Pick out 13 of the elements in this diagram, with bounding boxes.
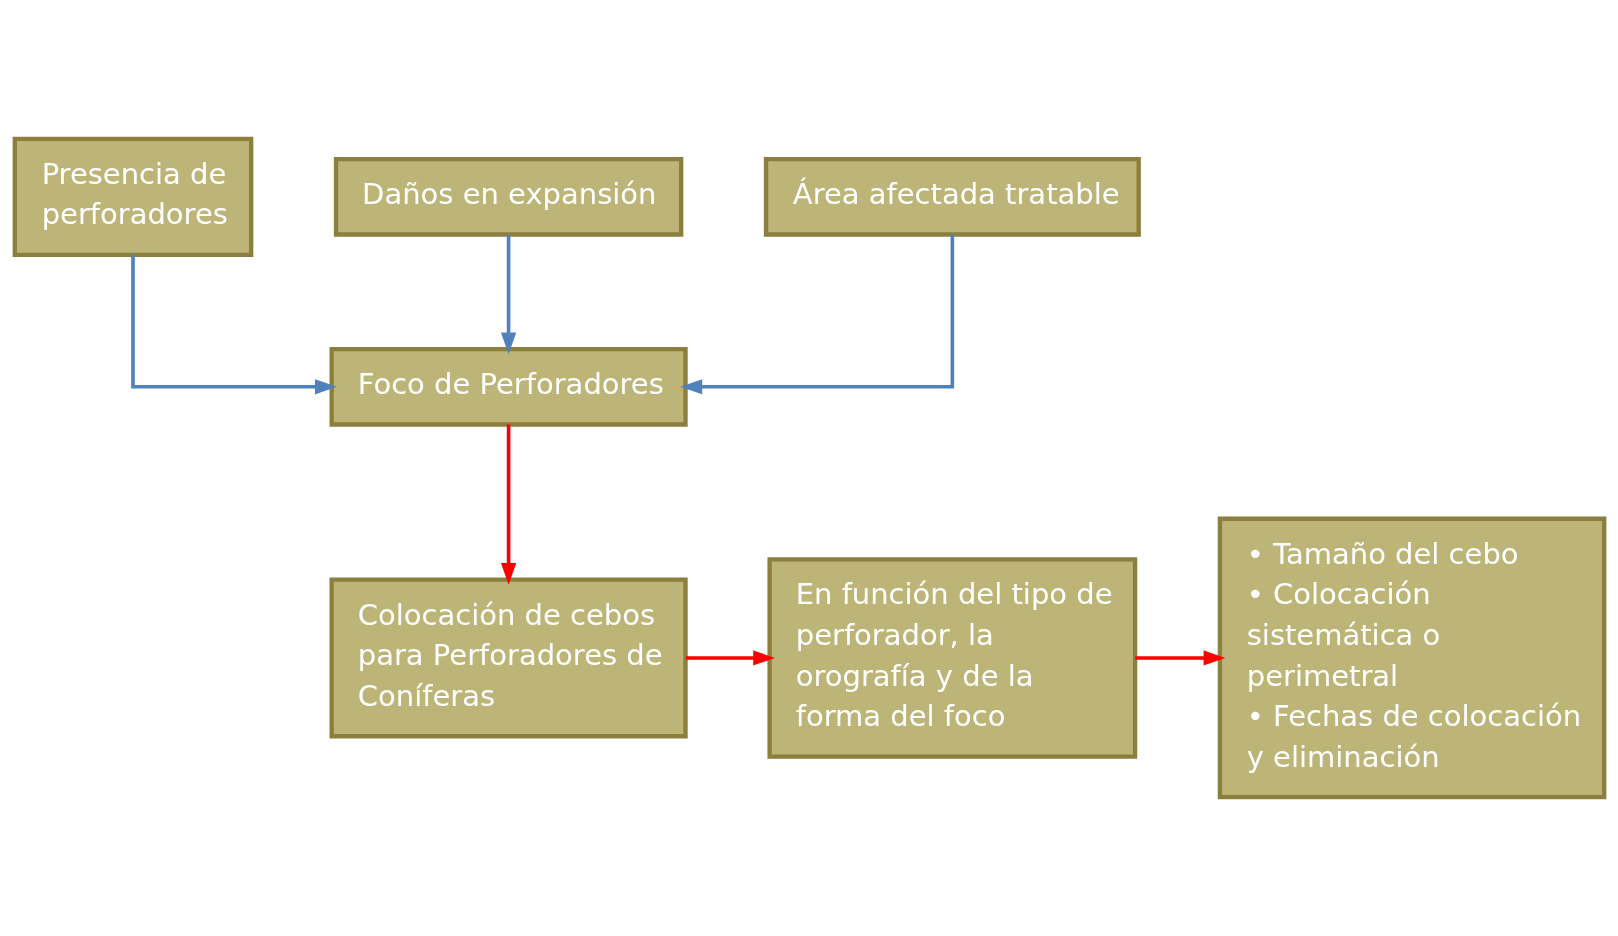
arrow: [130, 254, 337, 395]
node-box: Área afectada tratable: [763, 156, 1141, 237]
node-box: Colocación de cebos para Perforadores de Coníferas: [329, 577, 688, 739]
arrow: [500, 234, 516, 355]
arrow: [679, 234, 954, 395]
node-box: • Tamaño del cebo • Colocación sistemática o perimetral • Fechas de colocación y eliminación: [1217, 516, 1606, 800]
node-box: Foco de Perforadores: [329, 346, 688, 427]
node-box: Daños en expansión: [333, 156, 683, 237]
arrow: [500, 424, 516, 585]
node-box: Presencia de perforadores: [12, 136, 253, 257]
arrow: [1134, 650, 1225, 666]
node-box: En función del tipo de perforador, la orografía y de la forma del foco: [766, 557, 1137, 759]
arrow: [685, 650, 775, 666]
